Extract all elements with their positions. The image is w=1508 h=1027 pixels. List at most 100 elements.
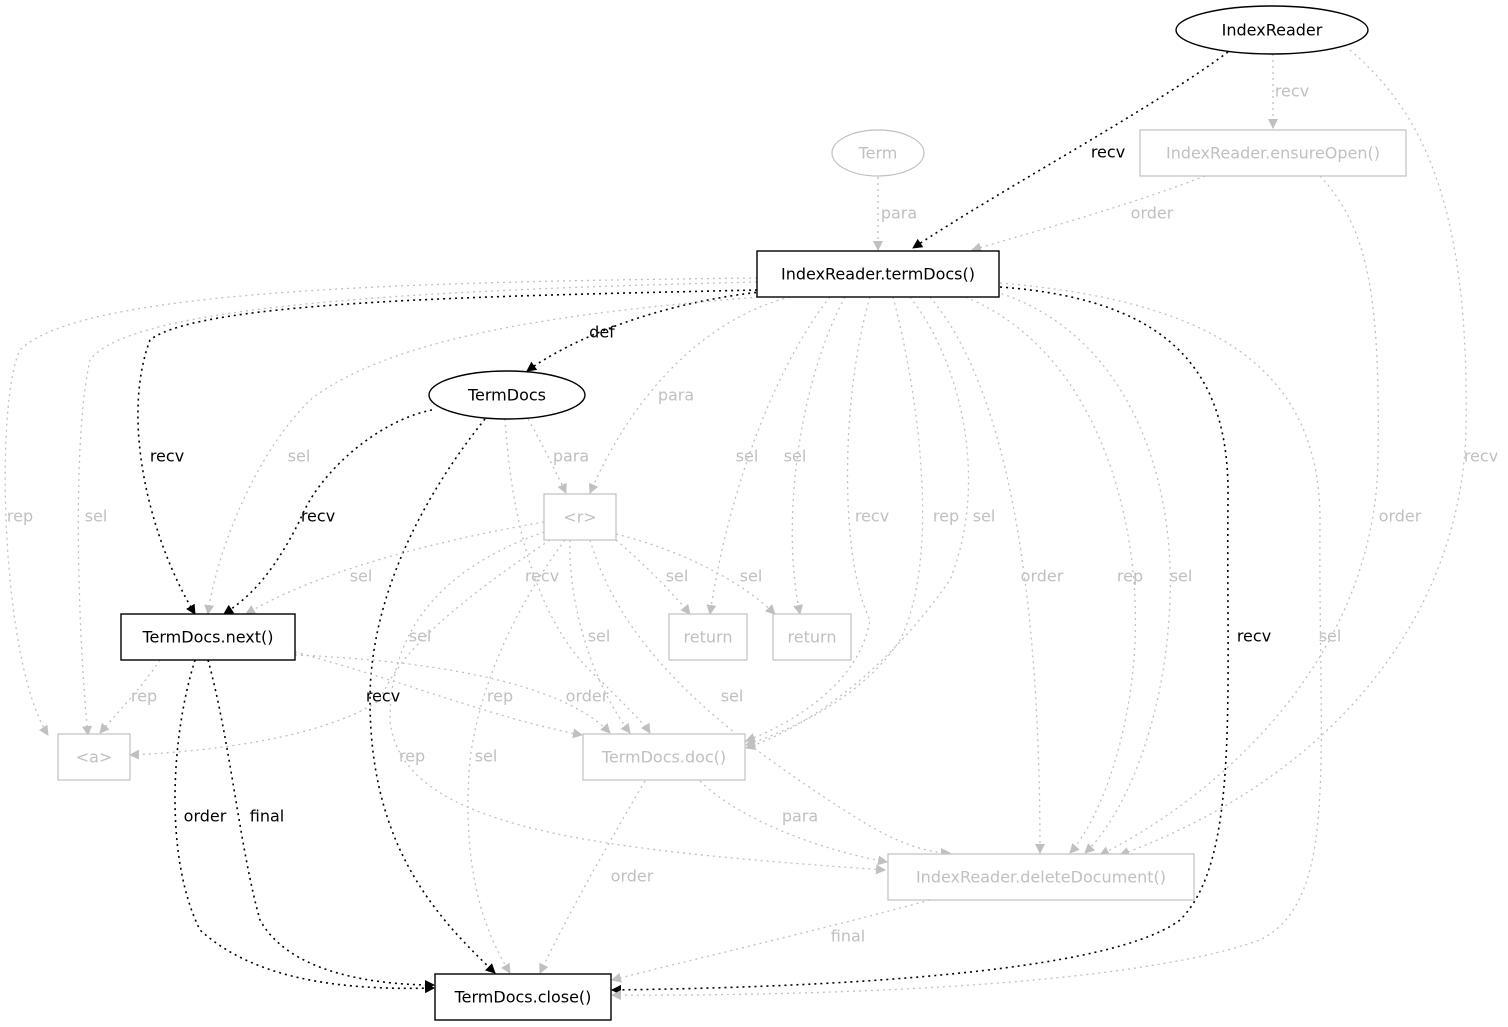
edge-label-tdcall-doc-sel: sel (973, 507, 996, 526)
edge-label-ensure-tdcall-order: order (1131, 204, 1174, 223)
edge-label-r-ret1-sel: sel (666, 567, 689, 586)
node-shape-next (120, 613, 296, 661)
node-shape-a (57, 733, 131, 781)
node-shape-close (434, 973, 612, 1021)
edge-tdcall-a-sel (77, 281, 758, 736)
edge-label-next-doc-order: order (566, 687, 609, 706)
node-label-ensureopen: IndexReader.ensureOpen() (1166, 144, 1380, 163)
node-label-term: Term (858, 144, 898, 163)
edge-label-tdobj-close-recv: recv (366, 687, 400, 706)
edge-tdobj-next-recv (223, 409, 433, 615)
edge-tdcall-tdobj-def (526, 289, 781, 372)
edge-label-tdcall-next-sel: sel (288, 447, 311, 466)
edge-tdcall-delete-order (929, 296, 1045, 854)
edge-label-r-close-sel: sel (475, 747, 498, 766)
node-next: TermDocs.next() (120, 613, 296, 661)
edge-doc-delete-para (699, 780, 888, 866)
edge-label-tdobj-doc-recv: recv (525, 567, 559, 586)
edge-label-r-doc-sel: sel (588, 627, 611, 646)
edge-label-tdcall-delete-rep: rep (1117, 567, 1143, 586)
node-shape-termdocs-obj (428, 370, 586, 420)
node-return1: return (668, 613, 748, 661)
edge-label-doc-close-order: order (611, 867, 654, 886)
edge-delete-close-final (611, 899, 931, 983)
edge-tdcall-delete-sel (989, 289, 1172, 854)
edge-label-tdcall-tdobj-def: def (589, 323, 615, 342)
edge-ir-tdcall-recv (912, 51, 1229, 249)
node-shape-return2 (772, 613, 852, 661)
node-doc: TermDocs.doc() (582, 733, 746, 781)
edge-label-tdcall-ret2-sel: sel (784, 447, 807, 466)
node-label-doc: TermDocs.doc() (601, 748, 726, 767)
edge-tdobj-r-para (527, 418, 567, 494)
node-label-close: TermDocs.close() (454, 988, 592, 1007)
edge-ensure-tdcall-order (971, 175, 1206, 253)
edge-label-tdcall-a-rep: rep (7, 507, 33, 526)
node-termdocs-call: IndexReader.termDocs() (756, 250, 1000, 298)
node-label-delete: IndexReader.deleteDocument() (916, 868, 1166, 887)
edge-label-next-close-order: order (184, 807, 227, 826)
edge-label-r-delete-rep: rep (399, 747, 425, 766)
node-shape-ensureopen (1139, 129, 1407, 177)
edge-label-term-tdcall-para: para (881, 204, 917, 223)
edge-tdcall-ret2-sel (791, 296, 846, 615)
node-delete: IndexReader.deleteDocument() (887, 853, 1195, 901)
edge-tdcall-close-sel (611, 282, 1322, 1001)
edge-tdobj-doc-recv (504, 418, 651, 734)
edge-tdcall-doc-rep (745, 296, 924, 747)
node-label-return2: return (788, 628, 837, 647)
edge-label-ir-ensure-recv: recv (1275, 82, 1309, 101)
edge-r-ret2-sel (615, 533, 776, 615)
node-return2: return (772, 613, 852, 661)
node-label-termdocs-obj: TermDocs (467, 386, 546, 405)
edge-r-delete-sel (589, 539, 951, 858)
node-label-a: <a> (76, 748, 113, 767)
edge-label-doc-delete-para: para (782, 807, 818, 826)
edge-label-tdobj-next-recv: recv (301, 507, 335, 526)
edge-tdcall-next-recv (137, 289, 758, 615)
node-shape-termdocs-call (756, 250, 1000, 298)
edge-label-tdcall-next-recv: recv (150, 447, 184, 466)
node-shape-doc (582, 733, 746, 781)
edge-next-doc-order (294, 654, 611, 734)
edge-label-ir-delete-recv: recv (1464, 447, 1498, 466)
edge-label-ir-tdcall-recv: recv (1091, 143, 1125, 162)
node-label-termdocs-call: IndexReader.termDocs() (781, 265, 975, 284)
edge-tdcall-next-sel (204, 295, 771, 615)
edge-label-tdcall-close-recv: recv (1237, 627, 1271, 646)
node-term: Term (831, 129, 925, 177)
node-termdocs-obj: TermDocs (428, 370, 586, 420)
node-shape-delete (887, 853, 1195, 901)
edge-label-tdcall-ret1-sel: sel (736, 447, 759, 466)
node-r: <r> (543, 493, 617, 541)
node-shape-term (831, 129, 925, 177)
node-shape-return1 (668, 613, 748, 661)
edge-label-r-delete-sel: sel (721, 687, 744, 706)
edge-label-r-a-sel: sel (409, 627, 432, 646)
edge-r-doc-sel (569, 539, 631, 734)
edge-tdcall-a-rep (4, 277, 758, 736)
edge-r-next-sel (245, 521, 545, 615)
edge-label-next-doc-rep: rep (487, 687, 513, 706)
edge-label-tdcall-r-para: para (658, 386, 694, 405)
edge-tdcall-ret1-sel (706, 296, 831, 615)
edge-label-delete-close-final: final (831, 927, 865, 946)
node-label-return1: return (684, 628, 733, 647)
node-close: TermDocs.close() (434, 973, 612, 1021)
edge-label-tdcall-doc-recv: recv (855, 507, 889, 526)
node-indexreader: IndexReader (1175, 5, 1369, 55)
edge-label-tdcall-close-sel: sel (1319, 627, 1342, 646)
node-label-r: <r> (563, 508, 596, 527)
node-label-indexreader: IndexReader (1222, 21, 1323, 40)
edge-label-next-a-rep: rep (131, 687, 157, 706)
edge-next-doc-rep (294, 651, 583, 739)
edge-label-tdcall-delete-sel: sel (1170, 567, 1193, 586)
edge-label-ensure-delete-order: order (1379, 507, 1422, 526)
edge-label-tdcall-delete-order: order (1021, 567, 1064, 586)
node-ensureopen: IndexReader.ensureOpen() (1139, 129, 1407, 177)
edge-r-close-sel (467, 539, 566, 974)
edge-label-tdcall-doc-rep: rep (933, 507, 959, 526)
